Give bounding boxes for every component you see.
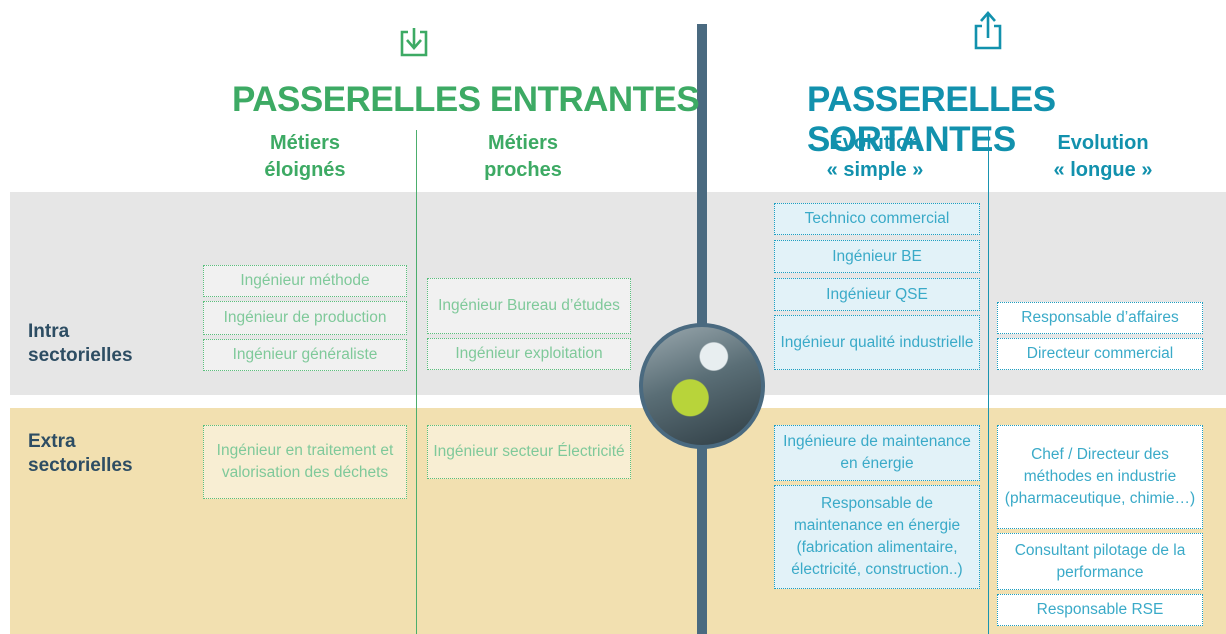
job-box: Ingénieur généraliste — [203, 339, 407, 371]
divider-entrantes — [416, 130, 417, 634]
col-head-evolution-simple: Evolution « simple » — [826, 132, 924, 181]
job-box: Ingénieur BE — [774, 240, 980, 273]
download-arrow-icon — [400, 28, 428, 57]
job-box: Ingénieur exploitation — [427, 338, 631, 370]
job-box: Ingénieure de maintenance en énergie — [774, 425, 980, 481]
title-passerelles-sortantes: PASSERELLES SORTANTES — [807, 80, 1056, 159]
job-box: Ingénieur Bureau d’études — [427, 278, 631, 334]
upload-arrow-icon — [974, 11, 1002, 50]
job-box: Ingénieur de production — [203, 301, 407, 335]
divider-sortantes — [988, 130, 989, 634]
job-box: Responsable d’affaires — [997, 302, 1203, 334]
job-box: Ingénieur secteur Électricité — [427, 425, 631, 479]
job-box: Ingénieur QSE — [774, 278, 980, 311]
engineer-photo — [639, 323, 765, 449]
job-box: Ingénieur qualité industrielle — [774, 315, 980, 370]
job-box: Technico commercial — [774, 203, 980, 235]
col-head-metiers-proches: Métiers proches — [484, 132, 562, 181]
job-box: Responsable RSE — [997, 594, 1203, 626]
job-box: Ingénieur méthode — [203, 265, 407, 297]
row-label-intra: Intra sectorielles — [28, 321, 133, 366]
col-head-evolution-longue: Evolution « longue » — [1053, 132, 1153, 181]
job-box: Ingénieur en traitement et valorisation … — [203, 425, 407, 499]
job-box: Directeur commercial — [997, 338, 1203, 370]
job-box: Chef / Directeur des méthodes en industr… — [997, 425, 1203, 529]
job-box: Responsable de maintenance en énergie (f… — [774, 485, 980, 589]
job-box: Consultant pilotage de la performance — [997, 533, 1203, 590]
title-passerelles-entrantes: PASSERELLES ENTRANTES — [232, 80, 700, 119]
col-head-metiers-eloignes: Métiers éloignés — [264, 132, 346, 181]
row-label-extra: Extra sectorielles — [28, 431, 133, 476]
